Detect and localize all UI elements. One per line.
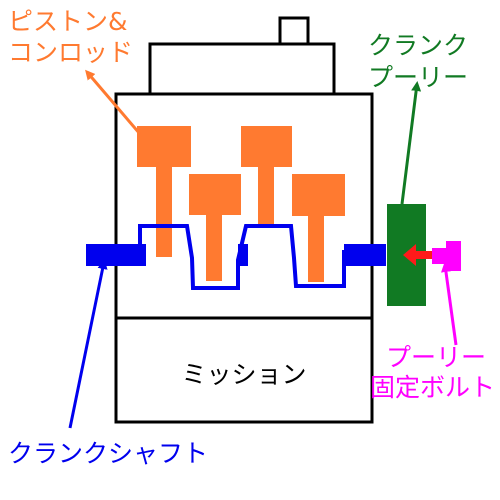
piston-label-line2: コンロッド	[8, 38, 133, 67]
pistons-group	[137, 126, 345, 282]
engine-outline	[114, 16, 374, 424]
piston-label-line1: ピストン&	[8, 7, 128, 36]
bolt-label-line1: プーリー	[386, 343, 486, 372]
crankshaft-mid-journal	[238, 244, 248, 266]
piston-1	[137, 126, 191, 257]
piston-3	[241, 126, 292, 225]
transmission-case	[114, 316, 374, 424]
piston-2	[189, 174, 241, 281]
pulley-label-line2: プーリー	[368, 63, 468, 92]
piston-4	[292, 174, 345, 282]
cylinder-head	[148, 42, 336, 96]
piston-leader-line	[85, 69, 142, 135]
bolt-direction-arrow	[403, 244, 432, 266]
pulley-leader-line	[400, 81, 422, 205]
crankshaft-left-journal	[86, 244, 146, 266]
pulley-label-line1: クランク	[368, 31, 468, 60]
bolt-leader-line	[441, 262, 458, 346]
crankshaft-label: クランクシャフト	[8, 439, 208, 468]
oil-cap	[278, 16, 310, 46]
crankshaft-right-journal	[344, 244, 386, 266]
crankshaft-throws	[138, 224, 346, 290]
crankshaft-leader-line	[68, 259, 108, 429]
crankshaft	[86, 224, 386, 290]
bolt-label-line2: 固定ボルト	[370, 373, 495, 402]
transmission-label: ミッション	[181, 360, 306, 389]
